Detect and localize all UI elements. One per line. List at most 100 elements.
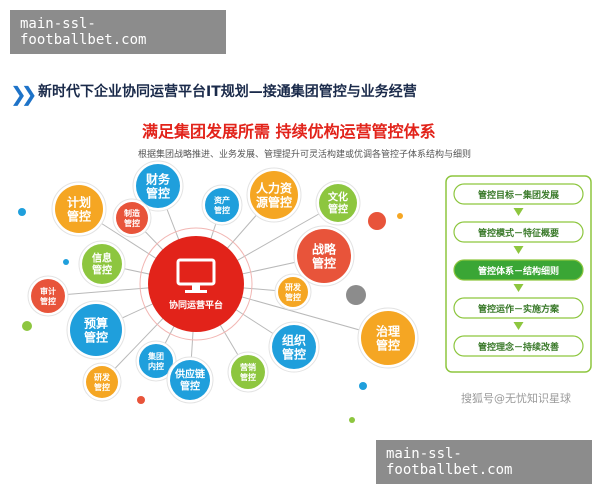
panel-item-label: 管控目标－集团发展 — [478, 189, 559, 201]
bubble-label: 管控 — [40, 296, 56, 306]
bubble-circle — [361, 311, 415, 365]
bubble-label: 研发 — [94, 372, 111, 382]
bubble-label: 供应链 — [174, 368, 206, 381]
bubble-label: 管控 — [84, 329, 108, 344]
bubble-circle — [136, 164, 180, 208]
decor-dot — [18, 208, 26, 216]
bubble-label: 管控 — [180, 380, 200, 393]
bubble-label: 管控 — [67, 208, 91, 223]
arrow-down-icon — [513, 246, 524, 254]
panel-item-pill — [453, 259, 584, 281]
bubble-circle — [70, 304, 122, 356]
bubble-circle — [250, 171, 298, 219]
panel-item: 管控理念－持续改善 — [453, 335, 584, 357]
arrow-down-icon — [513, 208, 524, 216]
bottom-url-banner: main-ssl-footballbet.com — [376, 440, 592, 484]
bubble-circle — [170, 360, 210, 400]
decor-dot — [368, 212, 386, 230]
panel-item: 管控模式－特征概要 — [453, 221, 584, 254]
arrow-down-icon — [513, 322, 524, 330]
panel-item: 管控目标－集团发展 — [453, 183, 584, 216]
decor-dot — [346, 285, 366, 305]
panel-item: 管控运作－实施方案 — [453, 297, 584, 330]
bubble-label: 战略 — [312, 241, 337, 256]
decor-dot — [397, 213, 403, 219]
decor-dot — [137, 396, 145, 404]
panel-item-pill — [453, 297, 584, 319]
subtitle: 根据集团战略推进、业务发展、管理提升可灵活构建或优调各管控子体系结构与细则 — [138, 150, 472, 160]
center-node: 协同运营平台 — [139, 227, 253, 341]
bubble-label: 源管控 — [256, 194, 292, 209]
panel-item-pill — [453, 183, 584, 205]
bubble-circle — [55, 185, 103, 233]
headline: 满足集团发展所需 持续优构运营管控体系 — [142, 122, 436, 141]
bubble-label: 管控 — [92, 264, 112, 277]
arrow-down-icon — [513, 284, 524, 292]
bubble-circle — [116, 202, 148, 234]
panel-item-label: 管控模式－特征概要 — [478, 227, 559, 239]
panel-item: 管控体系－结构细则 — [453, 259, 584, 292]
bubble-label: 人力资 — [256, 180, 292, 195]
bubble-circle — [272, 325, 316, 369]
bubble-circle — [31, 279, 65, 313]
bubble-label: 管控 — [282, 346, 306, 361]
bubble-label: 管控 — [285, 292, 301, 302]
panel-item-label: 管控理念－持续改善 — [478, 341, 559, 353]
bubble-circle — [139, 344, 173, 378]
bubble-label: 研发 — [285, 282, 302, 292]
bubble-circle — [205, 188, 239, 222]
bubble-label: 治理 — [376, 323, 400, 338]
panel-item-pill — [453, 221, 584, 243]
bubble-label: 信息 — [92, 252, 112, 265]
bubble-label: 营销 — [240, 362, 256, 372]
bubble-label: 组织 — [282, 332, 306, 347]
watermark: 搜狐号@无忧知识星球 — [461, 392, 571, 405]
bubble-label: 文化 — [328, 191, 348, 204]
bubble-label: 预算 — [84, 315, 108, 330]
bubble-label: 管控 — [328, 203, 348, 216]
bubble-label: 管控 — [214, 205, 230, 215]
bubble-circle — [297, 229, 351, 283]
bubble-label: 管控 — [240, 372, 256, 382]
bubble-circle — [86, 366, 118, 398]
panel-item-label: 管控体系－结构细则 — [478, 265, 559, 277]
decor-dot — [349, 417, 355, 423]
center-ring — [139, 227, 253, 341]
bubble-label: 管控 — [312, 255, 336, 270]
bubble-label: 集团 — [147, 351, 164, 361]
center-label: 协同运营平台 — [169, 299, 223, 311]
decor-dot — [63, 259, 69, 265]
bubble-label: 管控 — [94, 382, 110, 392]
bubble-label: 财务 — [145, 171, 171, 186]
top-url-banner: main-ssl-footballbet.com — [10, 10, 226, 54]
bubble-circle — [278, 277, 308, 307]
bubble-label: 资产 — [214, 195, 230, 205]
decor-dot — [22, 321, 32, 331]
panel-item-pill — [453, 335, 584, 357]
bubble-label: 管控 — [124, 218, 140, 228]
bubble-label: 内控 — [148, 361, 164, 371]
bubble-label: 审计 — [40, 286, 56, 296]
decor-dot — [359, 382, 367, 390]
bubble-label: 制造 — [124, 208, 140, 218]
bubble-circle — [319, 184, 357, 222]
bubble-label: 管控 — [146, 185, 170, 200]
bubble-label: 管控 — [376, 337, 400, 352]
